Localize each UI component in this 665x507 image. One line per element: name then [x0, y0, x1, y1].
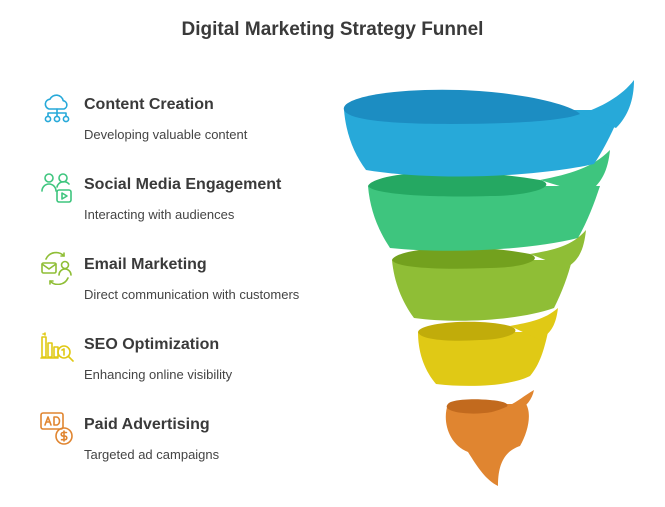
funnel-band-social-media-engagement	[368, 150, 610, 251]
stage-item-paid-advertising: Paid Advertising Targeted ad campaigns	[40, 411, 360, 473]
envelope-person-icon	[41, 251, 72, 285]
stage-item-seo-optimization: SEO Optimization Enhancing online visibi…	[40, 331, 360, 393]
stage-description: Direct communication with customers	[84, 287, 300, 302]
people-video-icon	[41, 173, 72, 203]
funnel-band-seo-optimization	[418, 308, 558, 386]
stage-description: Developing valuable content	[84, 127, 248, 142]
stage-item-social-media-engagement: Social Media Engagement Interacting with…	[40, 171, 360, 233]
stage-label: SEO Optimization	[84, 336, 220, 353]
diagram-title: Digital Marketing Strategy Funnel	[181, 19, 484, 40]
stage-label: Social Media Engagement	[84, 176, 282, 193]
stage-label: Content Creation	[84, 96, 214, 113]
funnel-band-email-marketing	[392, 230, 586, 321]
funnel-band-paid-advertising	[445, 390, 534, 486]
stage-label: Paid Advertising	[84, 416, 210, 433]
ad-dollar-icon	[40, 412, 73, 445]
stage-description: Interacting with audiences	[84, 207, 235, 222]
funnel-graphic	[343, 80, 634, 486]
funnel-band-content-creation	[343, 80, 634, 177]
stage-item-email-marketing: Email Marketing Direct communication wit…	[40, 251, 360, 313]
cloud-network-icon	[44, 94, 70, 123]
stage-description: Targeted ad campaigns	[84, 447, 220, 462]
chart-magnifier-icon	[40, 332, 74, 362]
stage-label: Email Marketing	[84, 256, 207, 273]
stage-item-content-creation: Content Creation Developing valuable con…	[40, 91, 360, 153]
stage-description: Enhancing online visibility	[84, 367, 233, 382]
